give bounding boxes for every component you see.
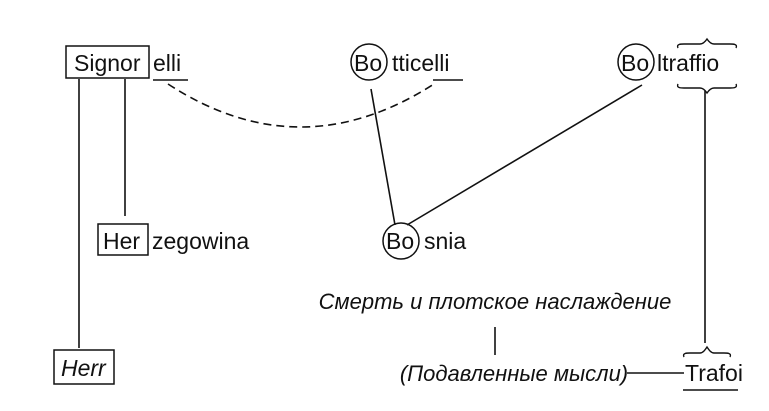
herr-text: Herr <box>61 355 107 381</box>
elli-to-tticelli-dashed-curve <box>167 83 435 128</box>
her-text: Her <box>103 228 140 254</box>
bosnia-group: Bo snia <box>382 222 466 260</box>
signor-box <box>65 45 150 79</box>
zegowina-text: zegowina <box>152 228 249 254</box>
boltraffio-bo-text: Bo <box>621 50 649 76</box>
her-box <box>97 223 149 256</box>
boltraffio-to-bosnia-line <box>406 84 643 226</box>
botticelli-to-bosnia-line <box>370 88 396 226</box>
trafoi-text: Trafoi <box>685 360 743 386</box>
tticelli-text: tticelli <box>392 50 450 76</box>
botticelli-bo-circle <box>350 43 388 81</box>
center-notes: Смерть и плотское наслаждение (Подавленн… <box>319 289 672 386</box>
connector-layer <box>78 79 706 374</box>
ltraffio-text: ltraffio <box>657 50 719 76</box>
death-and-sensual-pleasure-text: Смерть и плотское наслаждение <box>319 289 672 314</box>
ltraffio-bottom-brace <box>676 83 738 95</box>
ltraffio-top-brace <box>676 37 738 49</box>
herzegowina-group: Her zegowina <box>97 223 249 256</box>
elli-text: elli <box>153 50 181 76</box>
bosnia-bo-circle <box>382 222 420 260</box>
signor-text: Signor <box>74 50 141 76</box>
bosnia-bo-text: Bo <box>386 228 414 254</box>
snia-text: snia <box>424 228 466 254</box>
herr-box <box>53 349 115 385</box>
suppressed-thoughts-text: (Подавленные мысли) <box>400 361 628 386</box>
botticelli-bo-text: Bo <box>354 50 382 76</box>
signorelli-group: Signor elli <box>65 45 188 81</box>
boltraffio-group: Bo ltraffio <box>617 37 738 95</box>
trafoi-top-brace <box>682 345 732 358</box>
trafoi-group: Trafoi <box>682 345 743 391</box>
boltraffio-bo-circle <box>617 43 655 81</box>
herr-group: Herr <box>53 349 115 385</box>
botticelli-group: Bo tticelli <box>350 43 463 81</box>
